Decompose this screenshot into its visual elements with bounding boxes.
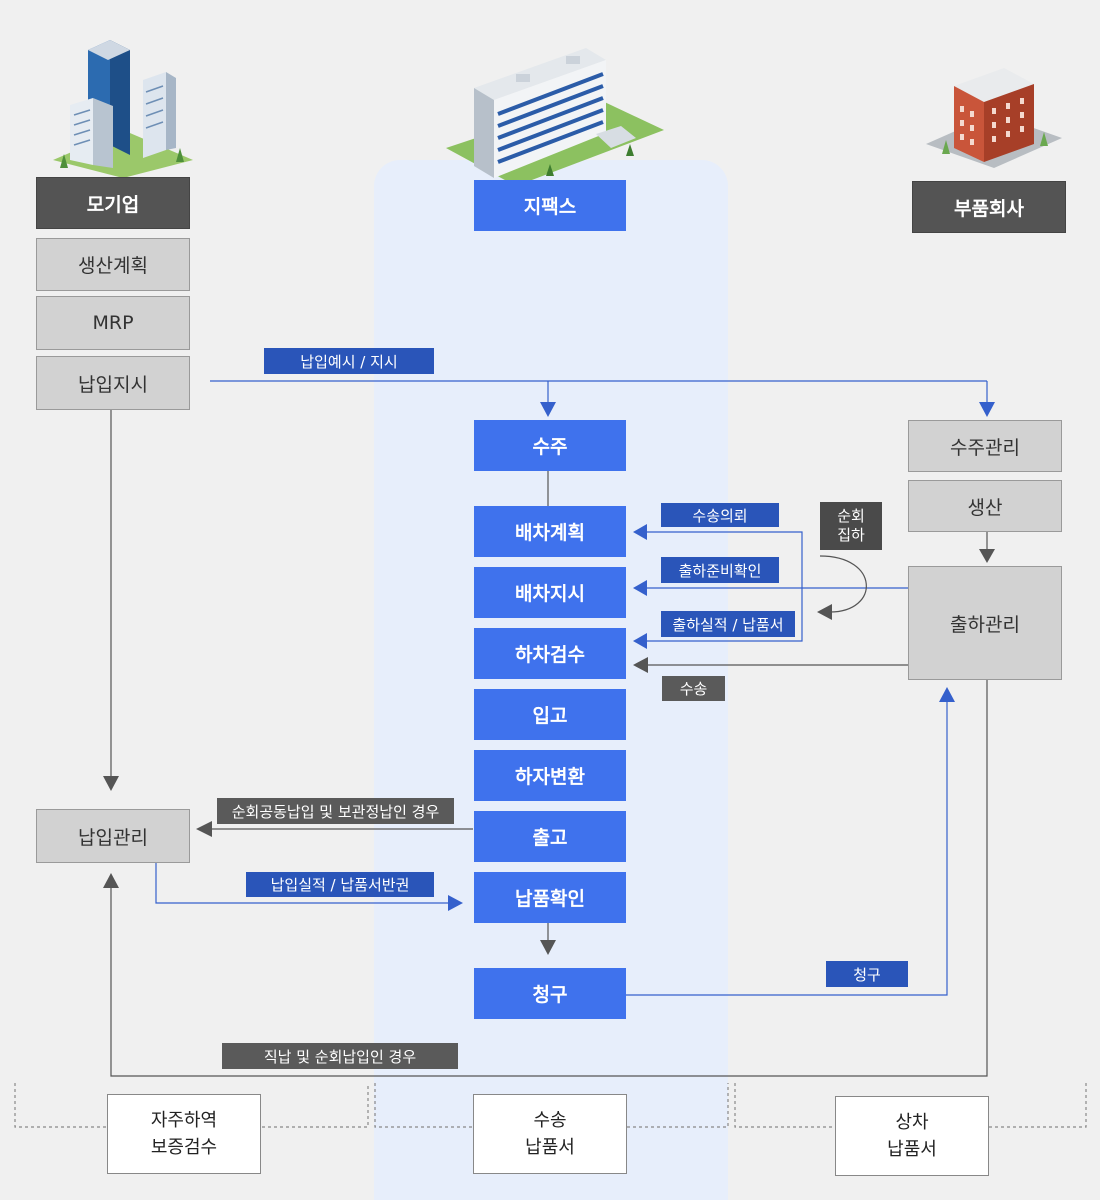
- oem-step-mrp: MRP: [36, 296, 190, 350]
- zipex-building-icon: [446, 48, 664, 186]
- label-transport: 수송: [662, 676, 725, 701]
- arrow-head: [633, 657, 648, 673]
- oem-step-delivery-mgmt: 납입관리: [36, 809, 190, 863]
- zipex-step-delivery-confirm: 납품확인: [474, 872, 626, 923]
- arrow-head: [979, 549, 995, 563]
- arrow-head: [633, 633, 647, 649]
- zipex-step-billing: 청구: [474, 968, 626, 1019]
- arrow-head: [196, 821, 212, 837]
- doc-supplier: 상차 납품서: [835, 1096, 989, 1176]
- oem-step-plan: 생산계획: [36, 238, 190, 291]
- supplier-step-shipping-mgmt: 출하관리: [908, 566, 1062, 680]
- oem-header: 모기업: [36, 177, 190, 229]
- zipex-step-release: 출고: [474, 811, 626, 862]
- supplier-building-icon: [926, 68, 1062, 168]
- label-ship-result: 출하실적 / 납품서: [661, 611, 795, 637]
- label-direct-delivery: 직납 및 순회납입인 경우: [222, 1043, 458, 1069]
- supplier-step-order-mgmt: 수주관리: [908, 420, 1062, 472]
- arrow-head: [633, 524, 647, 540]
- arrow-head: [979, 402, 995, 417]
- zipex-step-receive-order: 수주: [474, 420, 626, 471]
- oem-building-icon: [53, 40, 193, 178]
- oem-step-order: 납입지시: [36, 356, 190, 410]
- arrow-head: [448, 895, 463, 911]
- supplier-step-production: 생산: [908, 480, 1062, 532]
- zipex-step-unload-change: 하자변환: [474, 750, 626, 801]
- doc-oem: 자주하역 보증검수: [107, 1094, 261, 1174]
- zipex-step-warehousing: 입고: [474, 689, 626, 740]
- arrow-head: [540, 402, 556, 417]
- label-bill: 청구: [826, 961, 908, 987]
- arrow-head: [633, 580, 647, 596]
- arrow-head: [540, 940, 556, 955]
- label-delivery-notice: 납입예시 / 지시: [264, 348, 434, 374]
- request-loop: [640, 531, 803, 642]
- arrow-head: [817, 604, 832, 620]
- arrow-head: [939, 687, 955, 702]
- label-milk-run: 순회 집하: [820, 502, 882, 550]
- arrow-head: [103, 776, 119, 791]
- label-transport-request: 수송의뢰: [661, 503, 779, 527]
- zipex-step-unload-inspect: 하차검수: [474, 628, 626, 679]
- zipex-header: 지팩스: [474, 180, 626, 231]
- doc-zipex: 수송 납품서: [473, 1094, 627, 1174]
- label-ship-ready-confirm: 출하준비확인: [661, 557, 779, 583]
- label-milk-run-joint: 순회공동납입 및 보관정납인 경우: [217, 798, 454, 824]
- zipex-step-dispatch-order: 배차지시: [474, 567, 626, 618]
- label-delivery-result: 납입실적 / 납품서반권: [246, 872, 434, 897]
- arrow-head: [103, 873, 119, 888]
- supplier-header: 부품회사: [912, 181, 1066, 233]
- zipex-step-dispatch-plan: 배차계획: [474, 506, 626, 557]
